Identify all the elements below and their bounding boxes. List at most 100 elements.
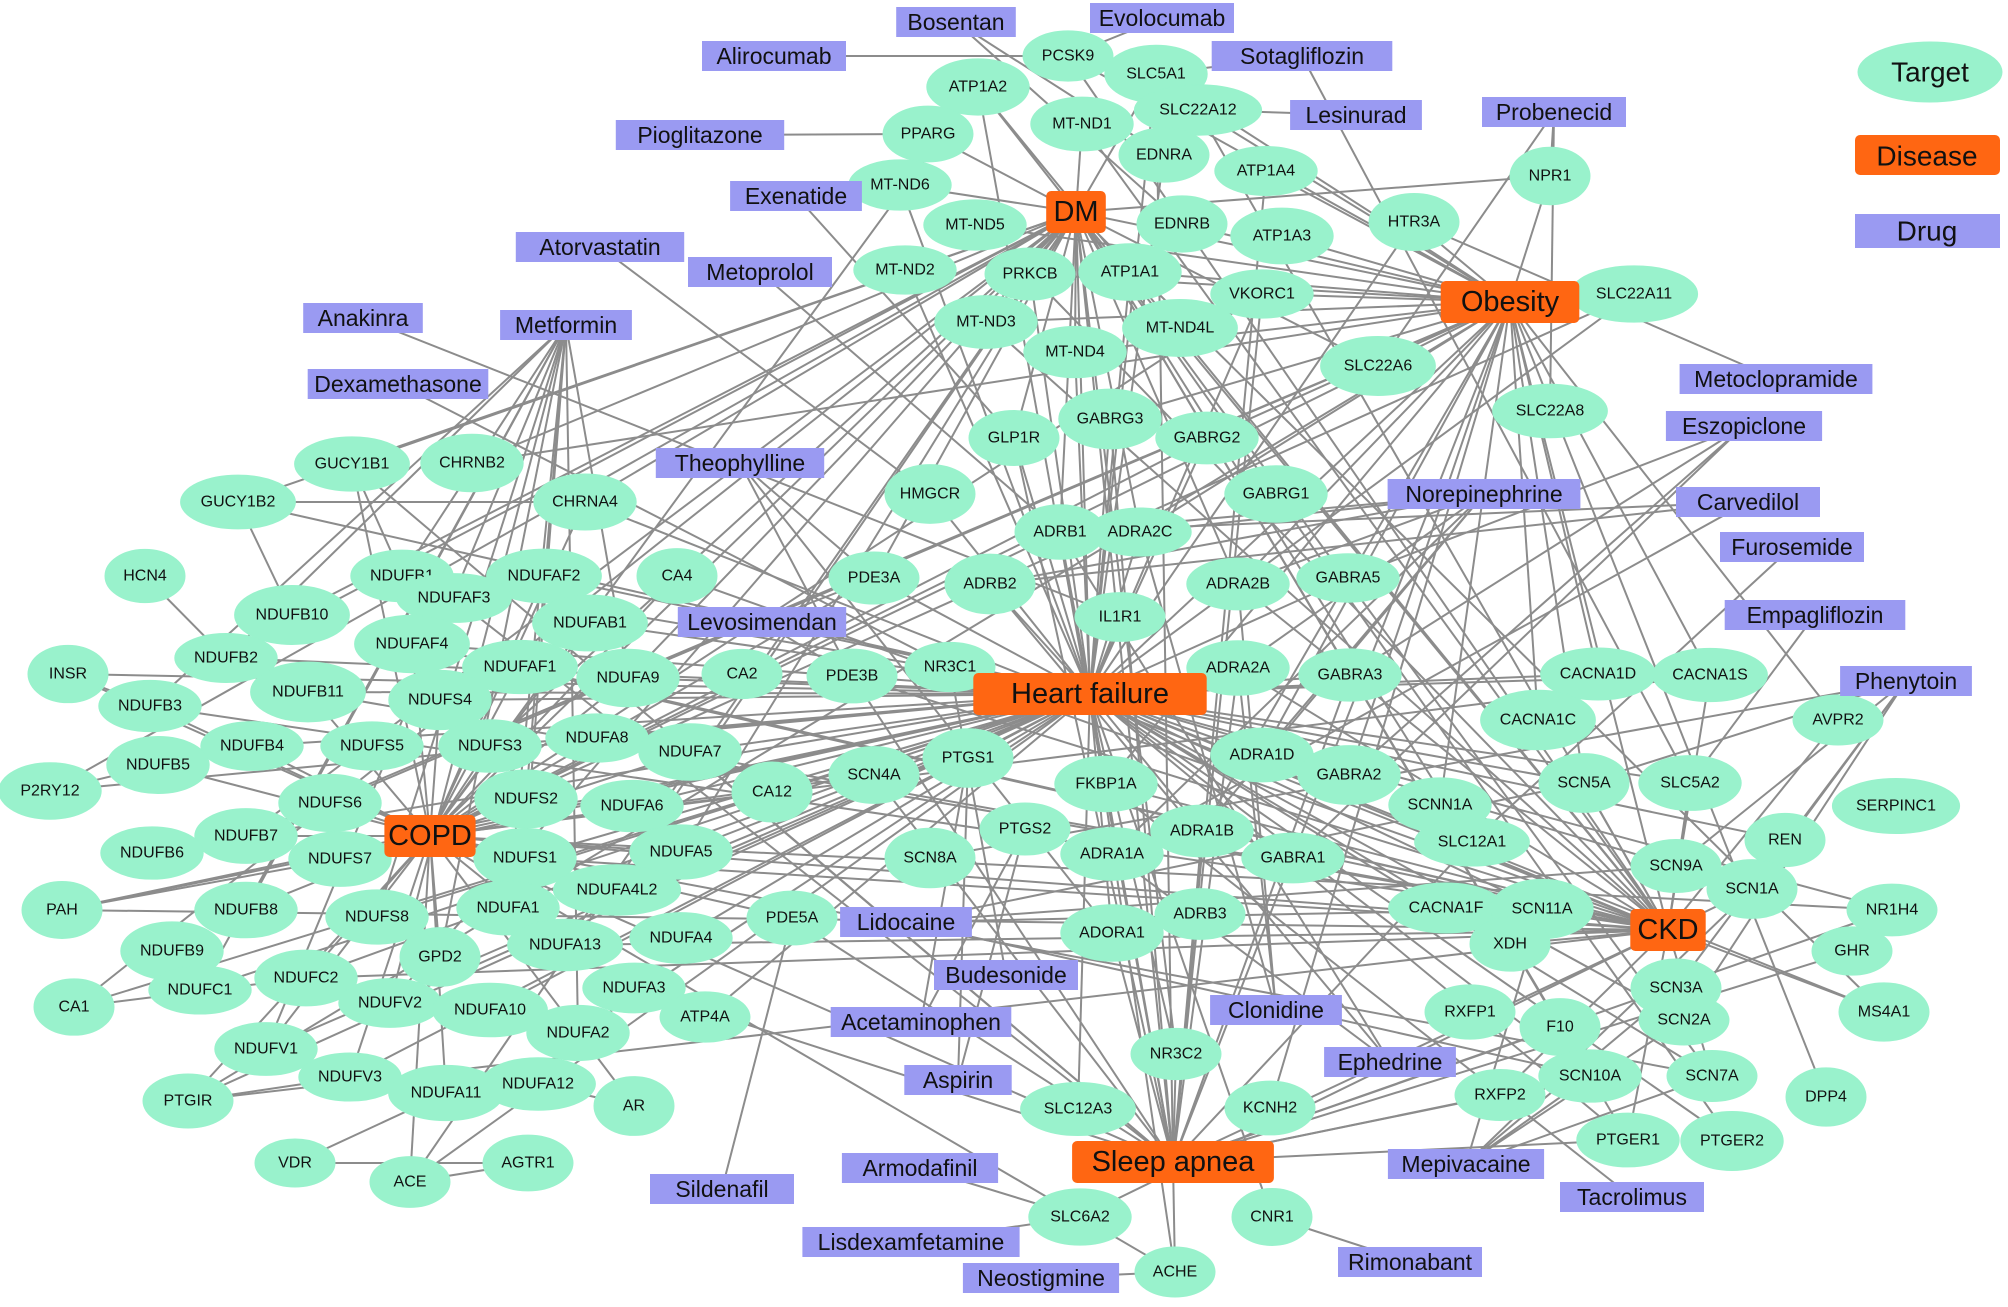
drug-node-evolocumab[interactable]: Evolocumab: [1090, 3, 1234, 33]
drug-node-carvedilol[interactable]: Carvedilol: [1676, 487, 1820, 517]
drug-node-phenytoin[interactable]: Phenytoin: [1840, 666, 1972, 696]
target-node-ndufv3[interactable]: NDUFV3: [298, 1052, 402, 1102]
target-node-ndufc2[interactable]: NDUFC2: [254, 949, 358, 1007]
target-node-ndufb5[interactable]: NDUFB5: [106, 736, 210, 794]
target-node-gucy1b2[interactable]: GUCY1B2: [180, 474, 296, 530]
disease-node-heart-failure[interactable]: Heart failure: [973, 673, 1207, 715]
target-node-adrb2[interactable]: ADRB2: [944, 553, 1036, 615]
target-node-adrb3[interactable]: ADRB3: [1154, 888, 1246, 940]
target-node-gabra1[interactable]: GABRA1: [1241, 832, 1345, 884]
target-node-pah[interactable]: PAH: [21, 880, 103, 940]
target-node-ndufb7[interactable]: NDUFB7: [194, 808, 298, 864]
target-node-ca12[interactable]: CA12: [731, 761, 813, 823]
target-node-hcn4[interactable]: HCN4: [104, 548, 186, 604]
target-node-ndufa10[interactable]: NDUFA10: [432, 982, 548, 1038]
target-node-atp1a1[interactable]: ATP1A1: [1078, 243, 1182, 301]
target-node-nr1h4[interactable]: NR1H4: [1846, 883, 1938, 937]
target-node-vkorc1[interactable]: VKORC1: [1210, 269, 1314, 319]
drug-node-probenecid[interactable]: Probenecid: [1482, 97, 1626, 127]
target-node-ndufa3[interactable]: NDUFA3: [582, 962, 686, 1014]
target-node-adra1a[interactable]: ADRA1A: [1060, 827, 1164, 881]
target-node-ndufa9[interactable]: NDUFA9: [576, 648, 680, 708]
drug-node-neostigmine[interactable]: Neostigmine: [962, 1263, 1120, 1293]
target-node-ndufaf1[interactable]: NDUFAF1: [462, 639, 578, 695]
target-node-ndufs6[interactable]: NDUFS6: [278, 773, 382, 833]
drug-node-theophylline[interactable]: Theophylline: [655, 448, 825, 478]
target-node-cacna1s[interactable]: CACNA1S: [1652, 647, 1768, 703]
target-node-adra1b[interactable]: ADRA1B: [1150, 804, 1254, 858]
target-node-gabrg3[interactable]: GABRG3: [1058, 388, 1162, 450]
drug-node-armodafinil[interactable]: Armodafinil: [841, 1153, 999, 1183]
target-node-cnr1[interactable]: CNR1: [1231, 1188, 1313, 1246]
drug-node-rimonabant[interactable]: Rimonabant: [1338, 1247, 1482, 1277]
drug-node-eszopiclone[interactable]: Eszopiclone: [1665, 411, 1823, 441]
target-node-ca2[interactable]: CA2: [701, 648, 783, 700]
target-node-cacna1c[interactable]: CACNA1C: [1480, 689, 1596, 751]
drug-node-furosemide[interactable]: Furosemide: [1720, 532, 1864, 562]
target-node-slc12a1[interactable]: SLC12A1: [1414, 817, 1530, 867]
target-node-htr3a[interactable]: HTR3A: [1368, 193, 1460, 251]
target-node-gabra2[interactable]: GABRA2: [1297, 745, 1401, 805]
target-node-fkbp1a[interactable]: FKBP1A: [1054, 755, 1158, 813]
drug-node-sotagliflozin[interactable]: Sotagliflozin: [1211, 41, 1393, 71]
target-node-nr3c2[interactable]: NR3C2: [1130, 1027, 1222, 1081]
target-node-f10[interactable]: F10: [1519, 998, 1601, 1056]
target-node-mt-nd4l[interactable]: MT-ND4L: [1122, 299, 1238, 357]
drug-node-ephedrine[interactable]: Ephedrine: [1324, 1047, 1456, 1077]
target-node-atp1a2[interactable]: ATP1A2: [926, 58, 1030, 116]
target-node-slc22a12[interactable]: SLC22A12: [1133, 84, 1263, 136]
target-node-slc12a3[interactable]: SLC12A3: [1020, 1081, 1136, 1137]
target-node-dpp4[interactable]: DPP4: [1785, 1067, 1867, 1127]
target-node-scn8a[interactable]: SCN8A: [884, 827, 976, 889]
target-node-adra2c[interactable]: ADRA2C: [1088, 507, 1192, 557]
target-node-gabrg2[interactable]: GABRG2: [1155, 411, 1259, 465]
target-node-ndufaf3[interactable]: NDUFAF3: [396, 573, 512, 623]
target-node-ndufab1[interactable]: NDUFAB1: [532, 594, 648, 652]
target-node-serpinc1[interactable]: SERPINC1: [1831, 777, 1961, 835]
target-node-ndufa5[interactable]: NDUFA5: [629, 824, 733, 880]
target-node-ache[interactable]: ACHE: [1134, 1246, 1216, 1298]
drug-node-lidocaine[interactable]: Lidocaine: [840, 907, 972, 937]
target-node-mt-nd2[interactable]: MT-ND2: [853, 245, 957, 295]
target-node-cacna1f[interactable]: CACNA1F: [1388, 882, 1504, 934]
target-node-adra1d[interactable]: ADRA1D: [1210, 727, 1314, 783]
target-node-ndufaf2[interactable]: NDUFAF2: [486, 548, 602, 604]
target-node-gabrg1[interactable]: GABRG1: [1224, 465, 1328, 523]
target-node-adra2a[interactable]: ADRA2A: [1186, 640, 1290, 696]
target-node-insr[interactable]: INSR: [27, 644, 109, 704]
target-node-rxfp1[interactable]: RXFP1: [1424, 984, 1516, 1040]
drug-node-lisdexamfetamine[interactable]: Lisdexamfetamine: [802, 1227, 1020, 1257]
target-node-ndufa8[interactable]: NDUFA8: [545, 713, 649, 763]
target-node-gpd2[interactable]: GPD2: [399, 927, 481, 987]
target-node-atp1a4[interactable]: ATP1A4: [1214, 146, 1318, 196]
target-node-adra2b[interactable]: ADRA2B: [1186, 557, 1290, 611]
target-node-mt-nd5[interactable]: MT-ND5: [923, 199, 1027, 251]
target-node-kcnh2[interactable]: KCNH2: [1224, 1080, 1316, 1136]
target-node-xdh[interactable]: XDH: [1469, 916, 1551, 972]
target-node-prkcb[interactable]: PRKCB: [984, 247, 1076, 301]
target-node-ndufa7[interactable]: NDUFA7: [638, 723, 742, 781]
drug-node-empagliflozin[interactable]: Empagliflozin: [1724, 600, 1906, 630]
drug-node-metformin[interactable]: Metformin: [500, 310, 632, 340]
target-node-scn1a[interactable]: SCN1A: [1706, 859, 1798, 919]
target-node-scn2a[interactable]: SCN2A: [1638, 994, 1730, 1046]
drug-node-clonidine[interactable]: Clonidine: [1210, 995, 1342, 1025]
target-node-ptgs1[interactable]: PTGS1: [922, 728, 1014, 788]
target-node-gabra5[interactable]: GABRA5: [1296, 553, 1400, 603]
disease-node-ckd[interactable]: CKD: [1630, 909, 1706, 951]
target-node-ndufa13[interactable]: NDUFA13: [507, 918, 623, 972]
target-node-ndufa4[interactable]: NDUFA4: [629, 912, 733, 964]
target-node-atp1a3[interactable]: ATP1A3: [1230, 207, 1334, 265]
drug-node-bosentan[interactable]: Bosentan: [896, 7, 1016, 37]
drug-node-lesinurad[interactable]: Lesinurad: [1290, 100, 1422, 130]
target-node-gabra3[interactable]: GABRA3: [1298, 648, 1402, 702]
drug-node-aspirin[interactable]: Aspirin: [904, 1065, 1012, 1095]
target-node-ndufv2[interactable]: NDUFV2: [338, 978, 442, 1028]
target-node-ar[interactable]: AR: [593, 1076, 675, 1136]
target-node-ndufc1[interactable]: NDUFC1: [148, 965, 252, 1015]
target-node-mt-nd4[interactable]: MT-ND4: [1023, 325, 1127, 379]
target-node-ndufv1[interactable]: NDUFV1: [214, 1022, 318, 1076]
target-node-hmgcr[interactable]: HMGCR: [884, 464, 976, 524]
target-node-ndufb8[interactable]: NDUFB8: [194, 881, 298, 939]
target-node-ptger2[interactable]: PTGER2: [1680, 1110, 1784, 1172]
